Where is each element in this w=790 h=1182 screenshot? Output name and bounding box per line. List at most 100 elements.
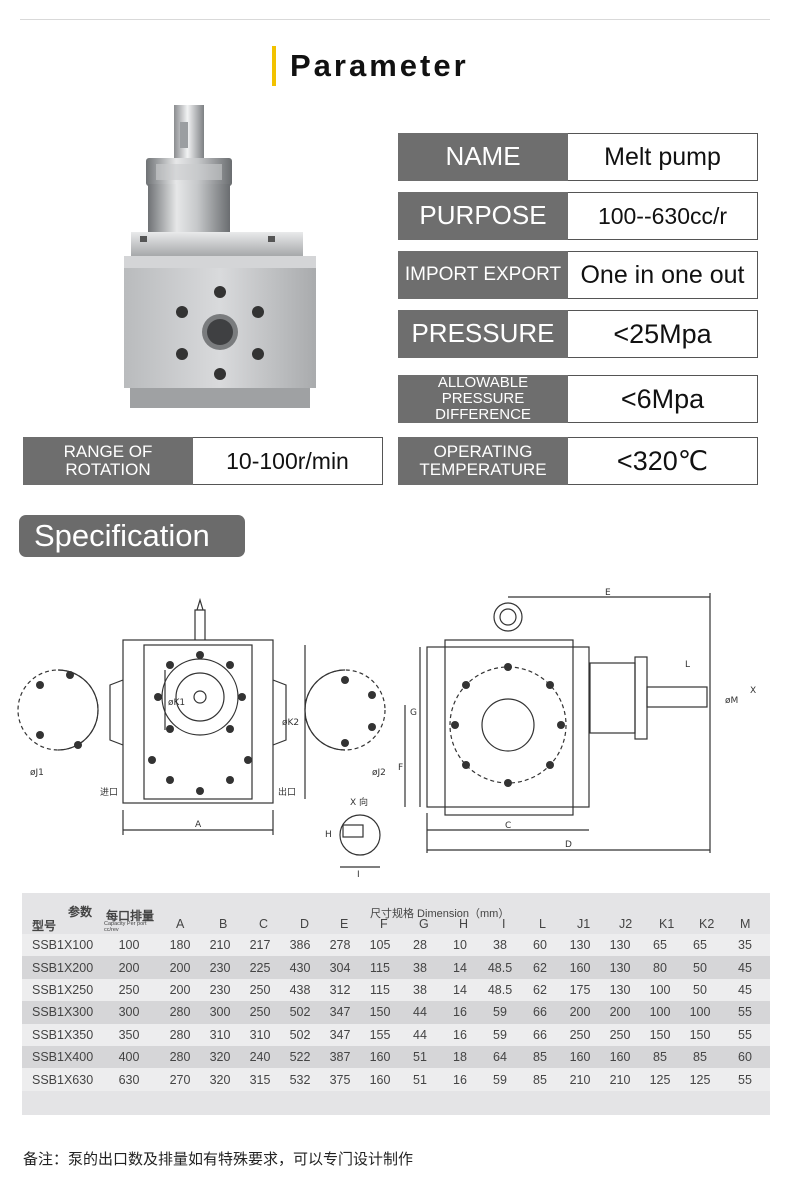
spec-table-header: 参数 型号 每口排量 Capacity Per port cc/rev 尺寸规格… <box>22 893 770 935</box>
table-cell: 85 <box>680 1045 720 1069</box>
table-cell: 150 <box>640 1023 680 1046</box>
drawing-label-d: D <box>565 840 572 850</box>
header-dimension: 尺寸规格 Dimension（mm） <box>370 908 510 920</box>
table-cell-model: SSB1X630 <box>22 1068 98 1091</box>
header-col-j2: J2 <box>619 917 633 931</box>
drawing-label-inlet: 进口 <box>100 787 118 798</box>
table-cell: 125 <box>680 1068 720 1091</box>
table-cell: 100 <box>98 934 160 957</box>
table-cell: 320 <box>200 1068 240 1091</box>
table-cell: 130 <box>600 934 640 957</box>
table-cell: 250 <box>560 1023 600 1046</box>
table-cell: 14 <box>440 956 480 979</box>
table-cell: 44 <box>400 1001 440 1024</box>
table-cell: 280 <box>160 1023 200 1046</box>
header-col-l: L <box>539 917 546 931</box>
drawing-label-j1: øJ1 <box>30 768 44 778</box>
table-cell: 125 <box>640 1068 680 1091</box>
header-col-j1: J1 <box>577 917 591 931</box>
header-col-f: F <box>380 917 388 931</box>
table-cell: 280 <box>160 1001 200 1024</box>
param-value-purpose: 100--630cc/r <box>568 192 758 240</box>
specification-heading: Specification <box>19 515 245 557</box>
table-cell: 45 <box>720 978 770 1002</box>
table-cell: 502 <box>280 1001 320 1024</box>
table-cell: 240 <box>240 1045 280 1069</box>
table-cell-model: SSB1X250 <box>22 978 98 1002</box>
param-label-operating-temperature: OPERATING TEMPERATURE <box>398 437 568 485</box>
table-cell: 66 <box>520 1001 560 1024</box>
table-cell: 62 <box>520 978 560 1002</box>
table-cell: 60 <box>720 1045 770 1069</box>
drawing-label-g: G <box>410 708 417 718</box>
table-cell: 85 <box>520 1068 560 1091</box>
table-cell: 130 <box>600 956 640 979</box>
drawing-label-k1: øK1 <box>168 698 185 708</box>
table-cell: 320 <box>200 1045 240 1069</box>
param-label-purpose: PURPOSE <box>398 192 568 240</box>
table-cell: 250 <box>240 978 280 1002</box>
table-cell: 48.5 <box>480 956 520 979</box>
table-cell: 38 <box>480 934 520 957</box>
table-cell: 350 <box>98 1023 160 1046</box>
param-row-range-of-rotation: RANGE OF ROTATION 10-100r/min <box>23 437 383 485</box>
drawing-label-h: H <box>325 830 332 840</box>
header-col-a: A <box>176 917 185 931</box>
table-cell: 347 <box>320 1001 360 1024</box>
table-cell: 522 <box>280 1045 320 1069</box>
table-cell: 64 <box>480 1045 520 1069</box>
table-cell: 200 <box>160 978 200 1002</box>
header-col-k1: K1 <box>659 917 675 931</box>
param-row-pressure: PRESSURE <25Mpa <box>398 310 758 358</box>
page-title: Parameter <box>290 48 469 83</box>
table-cell: 175 <box>560 978 600 1002</box>
param-value-pressure-difference: <6Mpa <box>568 375 758 423</box>
table-cell: 502 <box>280 1023 320 1046</box>
param-row-name: NAME Melt pump <box>398 133 758 181</box>
table-cell: 55 <box>720 1001 770 1024</box>
table-cell: 18 <box>440 1045 480 1069</box>
drawing-label-f: F <box>398 763 403 773</box>
param-value-name: Melt pump <box>568 133 758 181</box>
table-cell: 387 <box>320 1045 360 1069</box>
drawing-label-j2: øJ2 <box>372 768 386 778</box>
table-cell: 65 <box>640 934 680 957</box>
param-value-pressure: <25Mpa <box>568 310 758 358</box>
table-cell: 200 <box>160 956 200 979</box>
table-cell: 16 <box>440 1001 480 1024</box>
table-cell: 80 <box>640 956 680 979</box>
table-cell: 59 <box>480 1001 520 1024</box>
header-col-d: D <box>300 917 310 931</box>
param-value-operating-temperature: <320℃ <box>568 437 758 485</box>
table-cell: 10 <box>440 934 480 957</box>
table-cell: 45 <box>720 956 770 979</box>
param-label-pressure-difference: ALLOWABLE PRESSURE DIFFERENCE <box>398 375 568 423</box>
table-cell: 160 <box>560 1045 600 1069</box>
table-cell: 250 <box>600 1023 640 1046</box>
table-cell: 270 <box>160 1068 200 1091</box>
header-capacity-sub: Capacity Per port cc/rev <box>104 921 147 934</box>
param-label-name: NAME <box>398 133 568 181</box>
table-cell: 55 <box>720 1023 770 1046</box>
table-cell: 115 <box>360 956 400 979</box>
table-cell: 51 <box>400 1045 440 1069</box>
table-cell: 310 <box>240 1023 280 1046</box>
drawing-label-c: C <box>505 821 511 831</box>
header-col-m: M <box>740 917 751 931</box>
param-row-pressure-difference: ALLOWABLE PRESSURE DIFFERENCE <6Mpa <box>398 375 758 423</box>
table-cell: 100 <box>680 1001 720 1024</box>
drawing-label-i: I <box>357 870 360 880</box>
table-cell-model: SSB1X400 <box>22 1045 98 1069</box>
table-cell-model: SSB1X350 <box>22 1023 98 1046</box>
table-cell: 160 <box>360 1045 400 1069</box>
top-divider <box>20 19 770 20</box>
table-cell: 210 <box>200 934 240 957</box>
table-cell: 150 <box>680 1023 720 1046</box>
header-param: 参数 <box>68 905 93 919</box>
param-value-import-export: One in one out <box>568 251 758 299</box>
table-cell: 155 <box>360 1023 400 1046</box>
table-cell: 200 <box>98 956 160 979</box>
